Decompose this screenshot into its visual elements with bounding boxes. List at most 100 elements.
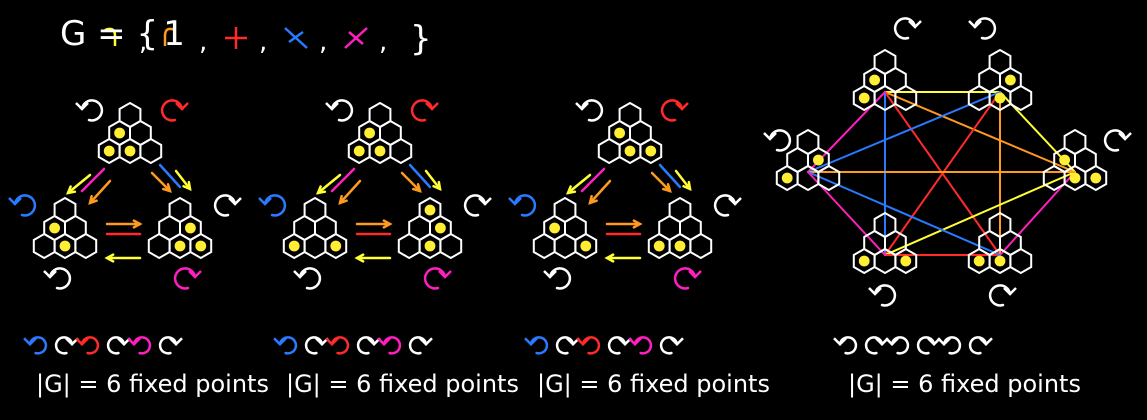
loop-arrowhead bbox=[8, 197, 22, 206]
arrow-shaft bbox=[650, 171, 672, 193]
loop-arrowhead bbox=[478, 197, 492, 206]
yellow-dot bbox=[994, 255, 1006, 267]
legend-loop-white bbox=[968, 336, 993, 355]
loop-arrow-identity bbox=[293, 267, 322, 290]
loop-curve bbox=[80, 99, 104, 122]
arrow-shaft bbox=[424, 169, 442, 191]
loop-curve bbox=[106, 336, 126, 355]
legend-loop-white bbox=[916, 336, 941, 355]
loop-curve bbox=[158, 336, 178, 355]
legend-loop-magenta bbox=[127, 336, 152, 355]
loop-arrow-blue bbox=[258, 194, 287, 217]
hex-triangle-bottom-right bbox=[147, 196, 213, 260]
loop-arrow-identity bbox=[893, 17, 922, 40]
loop-arrowhead bbox=[618, 337, 632, 346]
hex-cell bbox=[389, 137, 413, 165]
legend-loop-magenta bbox=[628, 336, 653, 355]
loop-curve bbox=[382, 336, 402, 355]
flip-vertical-arrow-icon bbox=[225, 27, 247, 49]
flip-diagonal-arrow-icon bbox=[284, 27, 308, 49]
legend-loop-white bbox=[555, 336, 580, 355]
hex-triangle-node bbox=[852, 211, 918, 275]
caption-panel-1: |G| = 6 fixed points bbox=[36, 370, 269, 398]
loop-curve bbox=[513, 194, 537, 217]
arrow-orange bbox=[338, 179, 362, 205]
yellow-dot bbox=[781, 172, 793, 184]
graph-edge bbox=[807, 91, 1001, 173]
loop-arrow-identity bbox=[575, 99, 604, 122]
loop-curve bbox=[968, 336, 988, 355]
yellow-dot bbox=[645, 145, 657, 157]
loop-curve bbox=[988, 284, 1012, 307]
yellow-dot bbox=[614, 127, 626, 139]
arrow-head bbox=[65, 185, 77, 195]
hex-cell bbox=[439, 232, 463, 260]
edge-magenta bbox=[580, 167, 606, 193]
loop-arrow-red bbox=[660, 99, 689, 122]
arrow-head bbox=[588, 194, 598, 205]
hex-triangle-bottom-left bbox=[32, 196, 98, 260]
caption-panel-2: |G| = 6 fixed points bbox=[286, 370, 519, 398]
group-element-identity: 1 bbox=[163, 14, 185, 54]
yellow-dot bbox=[49, 222, 61, 234]
yellow-dot bbox=[674, 240, 686, 252]
loop-curve bbox=[768, 129, 792, 152]
loop-curve bbox=[304, 336, 324, 355]
arrow-shaft bbox=[338, 179, 362, 205]
hex-triangle-bottom-right bbox=[647, 196, 713, 260]
loop-arrowhead bbox=[908, 20, 922, 29]
yellow-dot bbox=[424, 240, 436, 252]
legend-loop-white bbox=[106, 336, 131, 355]
arrow-yellow bbox=[315, 173, 342, 195]
loop-curve bbox=[973, 17, 997, 40]
hex-triangle-node bbox=[967, 211, 1033, 275]
loop-arrowhead bbox=[576, 337, 590, 346]
loop-curve bbox=[838, 336, 858, 355]
hex-triangle-bottom-right bbox=[397, 196, 463, 260]
loop-curve bbox=[298, 267, 322, 290]
yellow-dot bbox=[374, 145, 386, 157]
loop-curve bbox=[263, 194, 287, 217]
arrow-orange bbox=[88, 179, 112, 205]
legend-loop-magenta bbox=[377, 336, 402, 355]
loop-arrowhead bbox=[927, 337, 941, 346]
loop-arrowhead bbox=[127, 337, 141, 346]
loop-arrow-magenta bbox=[173, 267, 202, 290]
arrow-shaft bbox=[674, 169, 692, 191]
loop-arrowhead bbox=[258, 197, 272, 206]
loop-arrow-identity bbox=[763, 129, 792, 152]
loop-curve bbox=[633, 336, 653, 355]
yellow-dot bbox=[184, 222, 196, 234]
loop-arrow-identity bbox=[325, 99, 354, 122]
loop-curve bbox=[278, 336, 298, 355]
arrow-orange bbox=[400, 171, 422, 193]
loop-curve bbox=[555, 336, 575, 355]
edge-blue bbox=[408, 163, 432, 189]
edge-blue bbox=[658, 163, 682, 189]
legend-loop-red bbox=[325, 336, 350, 355]
loop-arrow-red bbox=[160, 99, 189, 122]
flip-antidiagonal-arrow-icon bbox=[344, 27, 368, 49]
loop-arrowhead bbox=[117, 337, 131, 346]
loop-arrowhead bbox=[868, 287, 882, 296]
arrow-head bbox=[315, 185, 327, 195]
loop-arrowhead bbox=[293, 270, 307, 279]
hex-cell bbox=[397, 232, 421, 260]
loop-arrowhead bbox=[175, 102, 189, 111]
loop-curve bbox=[160, 99, 184, 122]
loop-curve bbox=[529, 336, 549, 355]
hex-triangle-top bbox=[347, 101, 413, 165]
hex-cell bbox=[597, 137, 621, 165]
yellow-dot bbox=[1069, 172, 1081, 184]
loop-arrowhead bbox=[65, 337, 79, 346]
arrow-shaft bbox=[316, 173, 342, 195]
yellow-dot bbox=[653, 240, 665, 252]
arrow-head bbox=[182, 180, 192, 192]
loop-arrow-identity bbox=[988, 284, 1017, 307]
yellow-dot bbox=[869, 74, 881, 86]
loop-curve bbox=[410, 99, 434, 122]
arrow-orange bbox=[150, 171, 172, 193]
loop-arrow-identity bbox=[968, 17, 997, 40]
arrow-head bbox=[338, 194, 348, 205]
group-set-comma: , bbox=[319, 27, 327, 57]
